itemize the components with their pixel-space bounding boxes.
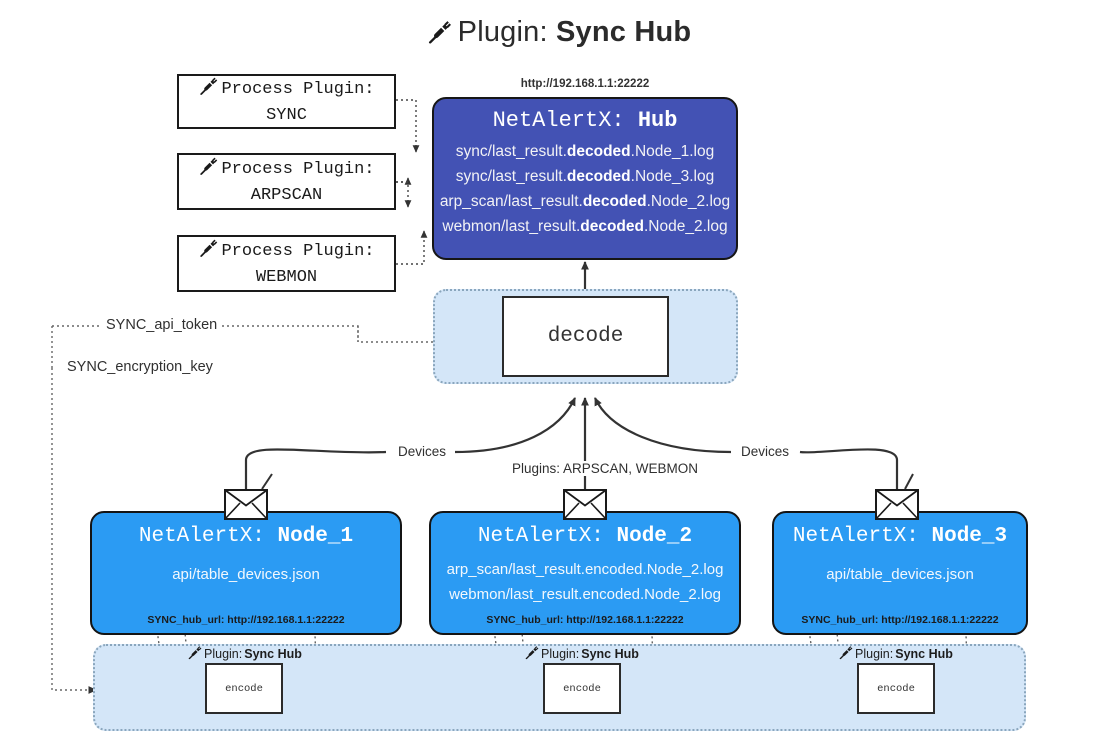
encode-plugin-prefix: Plugin: bbox=[541, 647, 580, 661]
encode-plugin-prefix: Plugin: bbox=[204, 647, 243, 661]
node-line: arp_scan/last_result.encoded.Node_2.log bbox=[446, 561, 724, 578]
sync-encryption-key-label: SYNC_encryption_key bbox=[63, 359, 217, 375]
plug-icon bbox=[198, 76, 218, 105]
encode-plugin-label-3: Plugin: Sync Hub bbox=[838, 645, 953, 663]
node-title: NetAlertX: Node_1 bbox=[138, 525, 354, 548]
node-hub-url: SYNC_hub_url: http://192.168.1.1:22222 bbox=[801, 614, 999, 626]
encode-box-2[interactable]: encode bbox=[543, 663, 621, 714]
node-hub-url: SYNC_hub_url: http://192.168.1.1:22222 bbox=[486, 614, 684, 626]
title-prefix: Plugin: bbox=[457, 16, 556, 48]
envelope-icon bbox=[224, 489, 268, 520]
hub-log-row: webmon/last_result.decoded.Node_2.log bbox=[442, 218, 728, 236]
node-box-node-3[interactable]: NetAlertX: Node_3 api/table_devices.json… bbox=[772, 511, 1028, 635]
hub-box[interactable]: NetAlertX: Hub sync/last_result.decoded.… bbox=[432, 97, 738, 260]
devices-right-label: Devices bbox=[737, 444, 794, 459]
hub-url-label: http://192.168.1.1:22222 bbox=[520, 78, 650, 90]
node-title: NetAlertX: Node_3 bbox=[792, 525, 1008, 548]
page-title: Plugin: Sync Hub bbox=[0, 16, 1117, 53]
process-plugin-name: SYNC bbox=[266, 105, 307, 125]
node-box-node-2[interactable]: NetAlertX: Node_2 arp_scan/last_result.e… bbox=[429, 511, 741, 635]
plug-icon bbox=[187, 645, 202, 663]
encode-plugin-label-1: Plugin: Sync Hub bbox=[187, 645, 302, 663]
hub-title: NetAlertX: Hub bbox=[492, 108, 678, 133]
process-plugin-label: Process Plugin: bbox=[221, 159, 375, 179]
plug-icon bbox=[198, 238, 218, 267]
plug-icon bbox=[838, 645, 853, 663]
process-plugin-label: Process Plugin: bbox=[221, 241, 375, 261]
node-title: NetAlertX: Node_2 bbox=[477, 525, 693, 548]
encode-box-1[interactable]: encode bbox=[205, 663, 283, 714]
envelope-icon bbox=[563, 489, 607, 520]
process-plugin-name: ARPSCAN bbox=[250, 185, 323, 205]
encode-plugin-name: Sync Hub bbox=[244, 647, 302, 661]
hub-log-row: sync/last_result.decoded.Node_3.log bbox=[455, 168, 715, 186]
encode-plugin-name: Sync Hub bbox=[895, 647, 953, 661]
encode-plugin-name: Sync Hub bbox=[581, 647, 639, 661]
hub-log-row: sync/last_result.decoded.Node_1.log bbox=[455, 143, 715, 160]
plug-icon bbox=[426, 19, 452, 53]
process-plugin-label: Process Plugin: bbox=[221, 79, 375, 99]
process-plugin-box-arpscan[interactable]: Process Plugin: ARPSCAN bbox=[177, 153, 396, 210]
plugins-middle-label: Plugins: ARPSCAN, WEBMON bbox=[508, 461, 703, 476]
process-plugin-box-webmon[interactable]: Process Plugin: WEBMON bbox=[177, 235, 396, 292]
node-line: webmon/last_result.encoded.Node_2.log bbox=[449, 586, 721, 603]
title-name: Sync Hub bbox=[555, 16, 692, 48]
process-plugin-box-sync[interactable]: Process Plugin: SYNC bbox=[177, 74, 396, 129]
sync-api-token-label: SYNC_api_token bbox=[102, 317, 222, 333]
plug-icon bbox=[524, 645, 539, 663]
node-hub-url: SYNC_hub_url: http://192.168.1.1:22222 bbox=[147, 614, 345, 626]
plug-icon bbox=[198, 156, 218, 185]
encode-box-3[interactable]: encode bbox=[857, 663, 935, 714]
process-plugin-name: WEBMON bbox=[255, 267, 318, 287]
encode-plugin-prefix: Plugin: bbox=[855, 647, 894, 661]
node-line: api/table_devices.json bbox=[826, 566, 974, 583]
decode-box[interactable]: decode bbox=[502, 296, 669, 377]
node-line: api/table_devices.json bbox=[172, 566, 320, 583]
encode-plugin-label-2: Plugin: Sync Hub bbox=[524, 645, 639, 663]
envelope-icon bbox=[875, 489, 919, 520]
devices-left-label: Devices bbox=[394, 444, 451, 459]
hub-log-row: arp_scan/last_result.decoded.Node_2.log bbox=[439, 193, 731, 211]
node-box-node-1[interactable]: NetAlertX: Node_1 api/table_devices.json… bbox=[90, 511, 402, 635]
